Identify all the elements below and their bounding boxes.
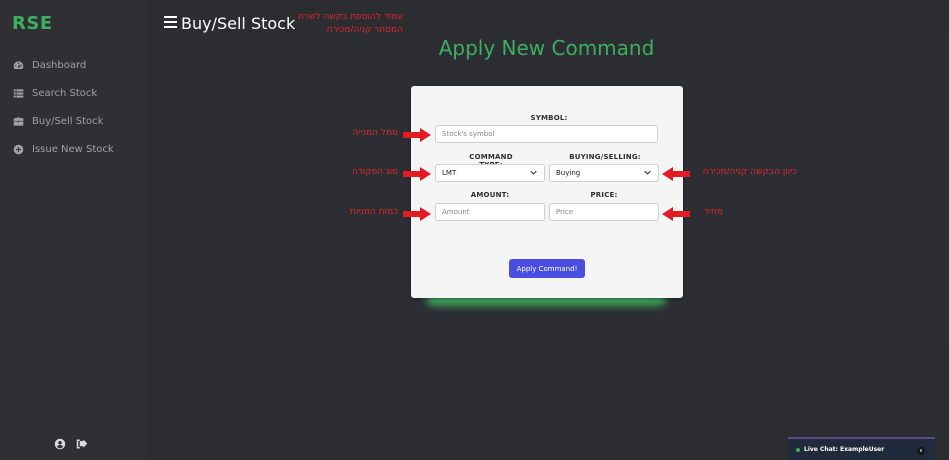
list-icon <box>12 87 24 99</box>
amount-input[interactable]: Amount <box>435 203 545 221</box>
form-heading: Apply New Command <box>438 36 655 60</box>
sidebar-footer <box>54 438 88 450</box>
amount-label: AMOUNT: <box>470 191 510 199</box>
sidebar-item-dashboard[interactable]: Dashboard <box>12 56 86 74</box>
close-icon[interactable]: x <box>917 447 925 455</box>
arrow-right-icon <box>403 127 431 142</box>
menu-toggle-icon[interactable] <box>164 16 177 28</box>
chevron-down-icon <box>644 169 652 177</box>
status-dot-icon <box>796 447 800 452</box>
arrow-left-icon <box>662 206 690 221</box>
page-annotation: עמוד להוספת בקשה לשרת המסחר קניה/מכירה <box>298 12 403 35</box>
annotation-amount: כמות המניות <box>349 207 398 217</box>
sidebar-item-label: Buy/Sell Stock <box>32 115 104 127</box>
command-type-value: LMT <box>442 169 457 177</box>
direction-value: Buying <box>556 169 581 177</box>
logout-icon[interactable] <box>76 438 88 450</box>
direction-select[interactable]: Buying <box>549 164 659 182</box>
user-circle-icon[interactable] <box>54 438 66 450</box>
sidebar-item-label: Search Stock <box>32 87 98 99</box>
live-chat-widget[interactable]: Live Chat: ExampleUser x <box>788 437 935 460</box>
briefcase-icon <box>12 115 24 127</box>
arrow-right-icon <box>403 206 431 221</box>
dashboard-icon <box>12 59 24 71</box>
command-type-select[interactable]: LMT <box>435 164 545 182</box>
annotation-direction: כיוון הבקשה קניה/מכירה <box>702 167 797 177</box>
arrow-right-icon <box>403 166 431 181</box>
sidebar: RSE Dashboard Search Stock Buy/Sell Stoc… <box>0 0 146 460</box>
annotation-symbol: סמל המנייה <box>352 128 398 138</box>
plus-circle-icon <box>12 143 24 155</box>
price-label: PRICE: <box>590 191 618 199</box>
annotation-price: מחיר <box>703 207 723 217</box>
page-title: Buy/Sell Stock <box>181 14 296 33</box>
direction-label: BUYING/SELLING: <box>569 153 641 161</box>
symbol-input[interactable]: Stock's symbol <box>435 125 658 143</box>
annotation-command-type: סוג הפקודה <box>352 167 398 177</box>
sidebar-item-search-stock[interactable]: Search Stock <box>12 84 97 102</box>
price-input[interactable]: Price <box>549 203 659 221</box>
chevron-down-icon <box>530 169 538 177</box>
sidebar-item-issue-new-stock[interactable]: Issue New Stock <box>12 140 114 158</box>
apply-command-button[interactable]: Apply Command! <box>509 259 585 278</box>
sidebar-item-label: Issue New Stock <box>32 143 114 155</box>
arrow-left-icon <box>662 166 690 181</box>
sidebar-item-label: Dashboard <box>32 59 87 71</box>
symbol-label: SYMBOL: <box>530 114 568 122</box>
sidebar-item-buy-sell-stock[interactable]: Buy/Sell Stock <box>12 112 103 130</box>
live-chat-label: Live Chat: ExampleUser <box>804 446 885 453</box>
app-logo[interactable]: RSE <box>12 13 53 34</box>
